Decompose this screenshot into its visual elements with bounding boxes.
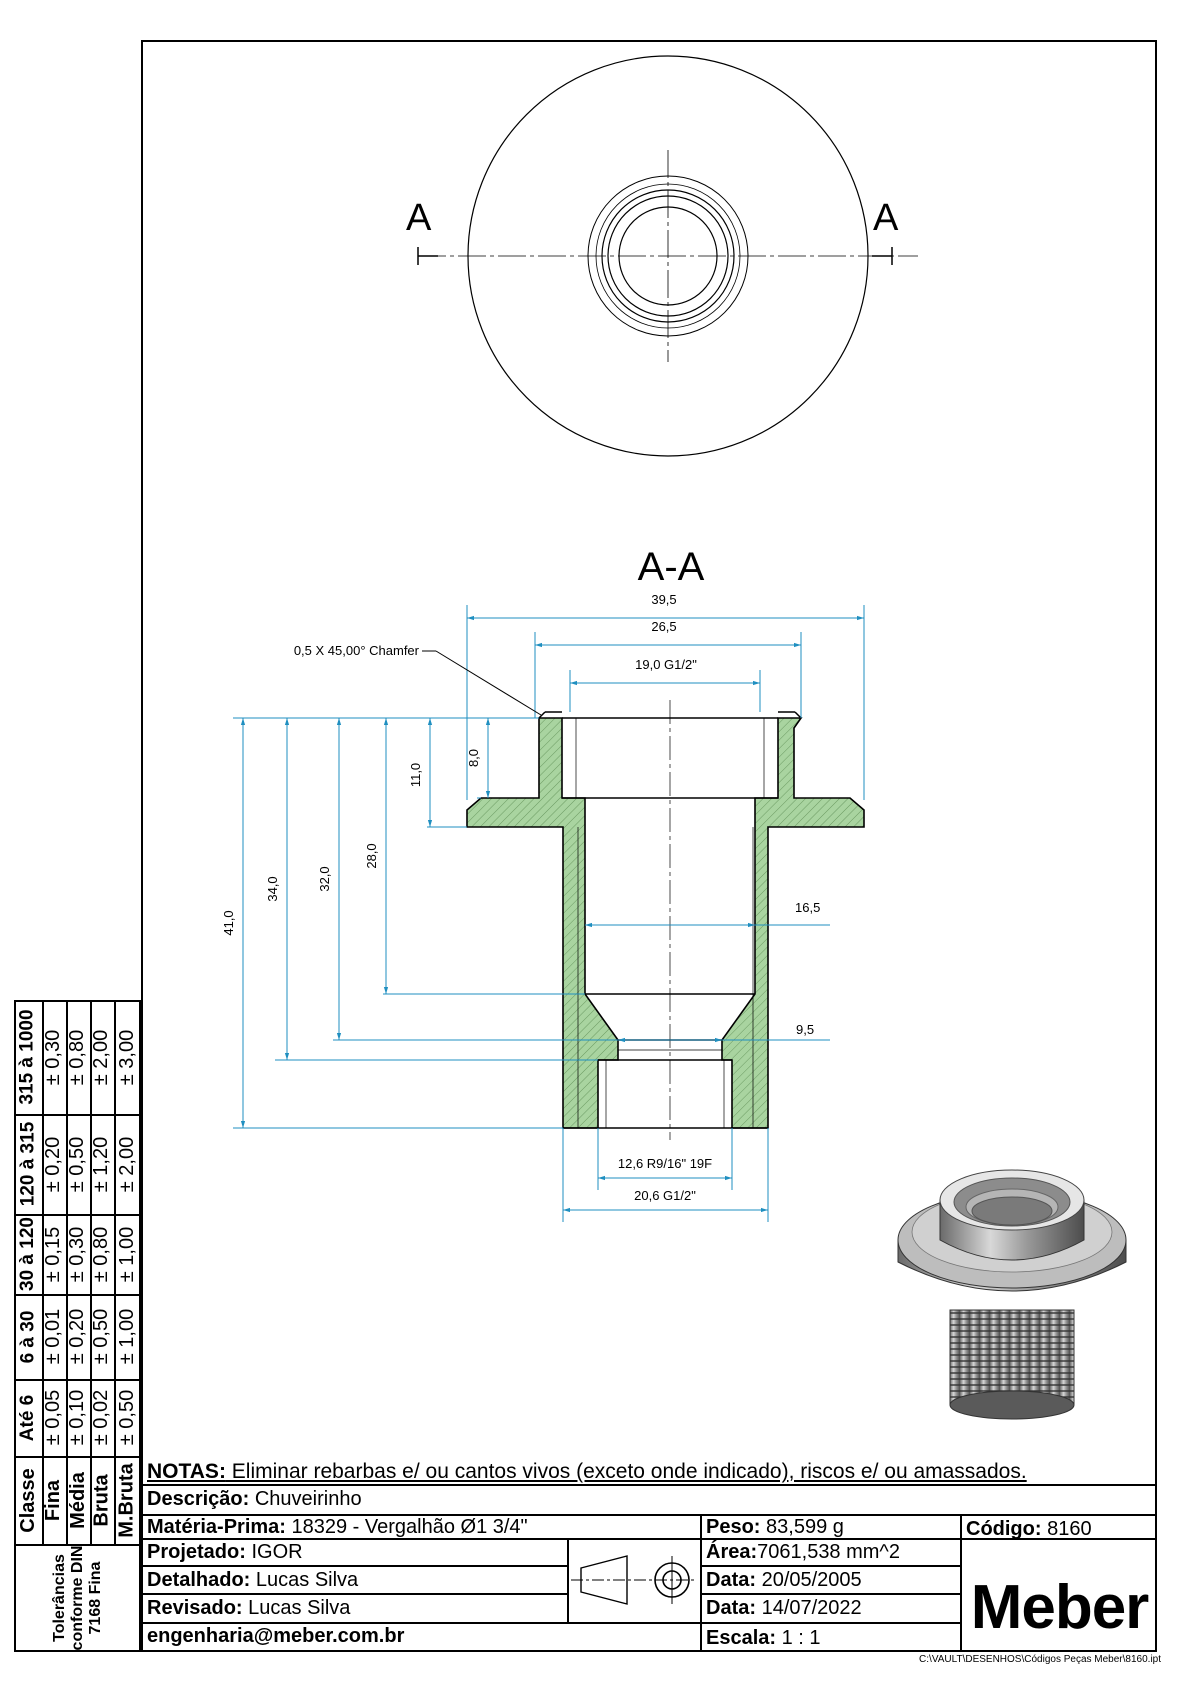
tolerance-range-4: 120 à 315 xyxy=(17,1121,38,1207)
tb-divider xyxy=(700,1593,961,1595)
dim-8-0: 8,0 xyxy=(466,749,481,767)
tolerance-value: ± 0,30 xyxy=(42,1029,65,1085)
tb-divider xyxy=(567,1538,569,1622)
tolerance-grid-line xyxy=(114,1000,116,1544)
tolerance-grid-line xyxy=(66,1000,68,1544)
codigo-field: Código: 8160 xyxy=(966,1518,1092,1540)
dim-12-6: 12,6 R9/16" 19F xyxy=(618,1156,712,1171)
tolerance-grid-line xyxy=(14,1379,141,1381)
dim-16-5: 16,5 xyxy=(795,900,820,915)
tolerance-range-5: 315 à 1000 xyxy=(17,1009,38,1105)
tb-divider xyxy=(700,1514,702,1652)
tolerance-value: ± 0,05 xyxy=(42,1389,65,1446)
tolerance-header-classe: Classe xyxy=(16,1467,39,1533)
dim-chamfer: 0,5 X 45,00° Chamfer xyxy=(294,643,420,658)
tolerance-value: ± 0,20 xyxy=(66,1308,89,1365)
notes-text: Eliminar rebarbas e/ ou cantos vivos (ex… xyxy=(225,1460,1027,1483)
section-title: A-A xyxy=(638,545,705,589)
data-revisao-field: Data: 14/07/2022 xyxy=(706,1597,862,1619)
tolerance-value: ± 2,00 xyxy=(116,1136,138,1192)
isometric-render-image xyxy=(897,1169,1127,1420)
first-angle-projection-icon xyxy=(571,1555,694,1605)
dim-20-6: 20,6 G1/2" xyxy=(634,1188,696,1203)
tolerance-class-4: M.Bruta xyxy=(116,1462,139,1538)
tolerance-table: Tolerâncias conforme DIN 7168 Fina Classe… xyxy=(14,1000,141,1652)
section-view xyxy=(466,700,865,1140)
tolerance-value: ± 0,30 xyxy=(66,1226,89,1282)
dimension-lines xyxy=(233,605,865,1222)
tolerance-value: ± 2,00 xyxy=(90,1029,113,1085)
dim-32-0: 32,0 xyxy=(317,866,332,891)
area-field: Área:7061,538 mm^2 xyxy=(706,1541,900,1563)
tolerance-grid-line xyxy=(42,1000,44,1544)
email-link[interactable]: engenharia@meber.com.br xyxy=(147,1625,405,1647)
tolerance-value: ± 1,00 xyxy=(116,1226,138,1282)
tb-divider xyxy=(960,1514,962,1652)
tolerance-value: ± 0,10 xyxy=(66,1389,89,1446)
tb-divider xyxy=(141,1538,1157,1540)
tolerance-grid-line xyxy=(14,1456,141,1458)
section-mark-right: A xyxy=(873,197,899,239)
dim-9-5: 9,5 xyxy=(796,1022,814,1037)
dim-39-5: 39,5 xyxy=(651,592,676,607)
tolerance-value: ± 0,01 xyxy=(42,1308,65,1365)
tb-divider xyxy=(141,1593,567,1595)
chamfer-leader xyxy=(422,650,542,716)
tolerance-side-title: Tolerâncias conforme DIN 7168 Fina xyxy=(50,1545,104,1651)
tolerance-value: ± 0,80 xyxy=(66,1029,89,1085)
materia-prima-field: Matéria-Prima: 18329 - Vergalhão Ø1 3/4" xyxy=(147,1516,528,1538)
brand-logo: Meber xyxy=(970,1573,1150,1642)
tolerance-value: ± 0,50 xyxy=(116,1389,138,1446)
escala-field: Escala: 1 : 1 xyxy=(706,1627,821,1649)
dim-11-0: 11,0 xyxy=(408,763,423,787)
tb-divider xyxy=(141,1514,1157,1516)
tolerance-class-3: Bruta xyxy=(90,1473,113,1527)
tolerance-value: ± 1,00 xyxy=(116,1308,138,1365)
tolerance-grid-line xyxy=(14,1114,141,1116)
file-path: C:\VAULT\DESENHOS\Códigos Peças Meber\81… xyxy=(919,1654,1161,1665)
tolerance-value: ± 0,20 xyxy=(42,1136,65,1192)
section-mark-left: A xyxy=(406,197,432,239)
dim-19-0: 19,0 G1/2" xyxy=(635,657,697,672)
section-right-half xyxy=(721,717,865,1129)
tolerance-range-1: Até 6 xyxy=(17,1394,38,1441)
data-criacao-field: Data: 20/05/2005 xyxy=(706,1569,862,1591)
tolerance-value: ± 0,80 xyxy=(90,1226,113,1282)
notes-line: NOTAS: Eliminar rebarbas e/ ou cantos vi… xyxy=(147,1460,1157,1484)
notes-label: NOTAS: xyxy=(147,1460,226,1483)
section-left-half xyxy=(466,717,619,1129)
detalhado-field: Detalhado: Lucas Silva xyxy=(147,1569,359,1591)
tb-divider xyxy=(141,1484,1157,1486)
tb-divider xyxy=(141,1622,961,1624)
dim-28-0: 28,0 xyxy=(364,843,379,868)
revisado-field: Revisado: Lucas Silva xyxy=(147,1597,351,1619)
tolerance-range-3: 30 à 120 xyxy=(17,1217,38,1291)
tolerance-value: ± 1,20 xyxy=(90,1136,113,1192)
tolerance-value: ± 3,00 xyxy=(116,1029,138,1085)
tolerance-value: ± 0,02 xyxy=(90,1389,113,1446)
tolerance-class-2: Média xyxy=(66,1471,89,1529)
dim-26-5: 26,5 xyxy=(651,619,676,634)
descricao-field: Descrição: Chuveirinho xyxy=(147,1488,362,1510)
tolerance-grid-line xyxy=(14,1544,141,1546)
tolerance-value: ± 0,15 xyxy=(42,1226,65,1282)
tolerance-grid-line xyxy=(14,1000,141,1002)
tolerance-grid-line xyxy=(14,1294,141,1296)
peso-field: Peso: 83,599 g xyxy=(706,1516,844,1538)
dim-41-0: 41,0 xyxy=(221,910,236,935)
projetado-field: Projetado: IGOR xyxy=(147,1541,303,1563)
top-view xyxy=(417,55,918,457)
tolerance-value: ± 0,50 xyxy=(90,1308,113,1365)
tolerance-grid-line xyxy=(14,1214,141,1216)
tolerance-range-2: 6 à 30 xyxy=(17,1310,39,1363)
dimension-texts: 39,5 26,5 19,0 G1/2" 0,5 X 45,00° Chamfe… xyxy=(221,592,820,1203)
tolerance-class-1: Fina xyxy=(42,1479,65,1521)
tolerance-grid-line xyxy=(90,1000,92,1544)
tb-divider xyxy=(700,1565,961,1567)
tolerance-value: ± 0,50 xyxy=(66,1136,89,1192)
tb-divider xyxy=(141,1565,567,1567)
dim-34-0: 34,0 xyxy=(265,876,280,901)
drawing-frame xyxy=(141,40,1157,1652)
